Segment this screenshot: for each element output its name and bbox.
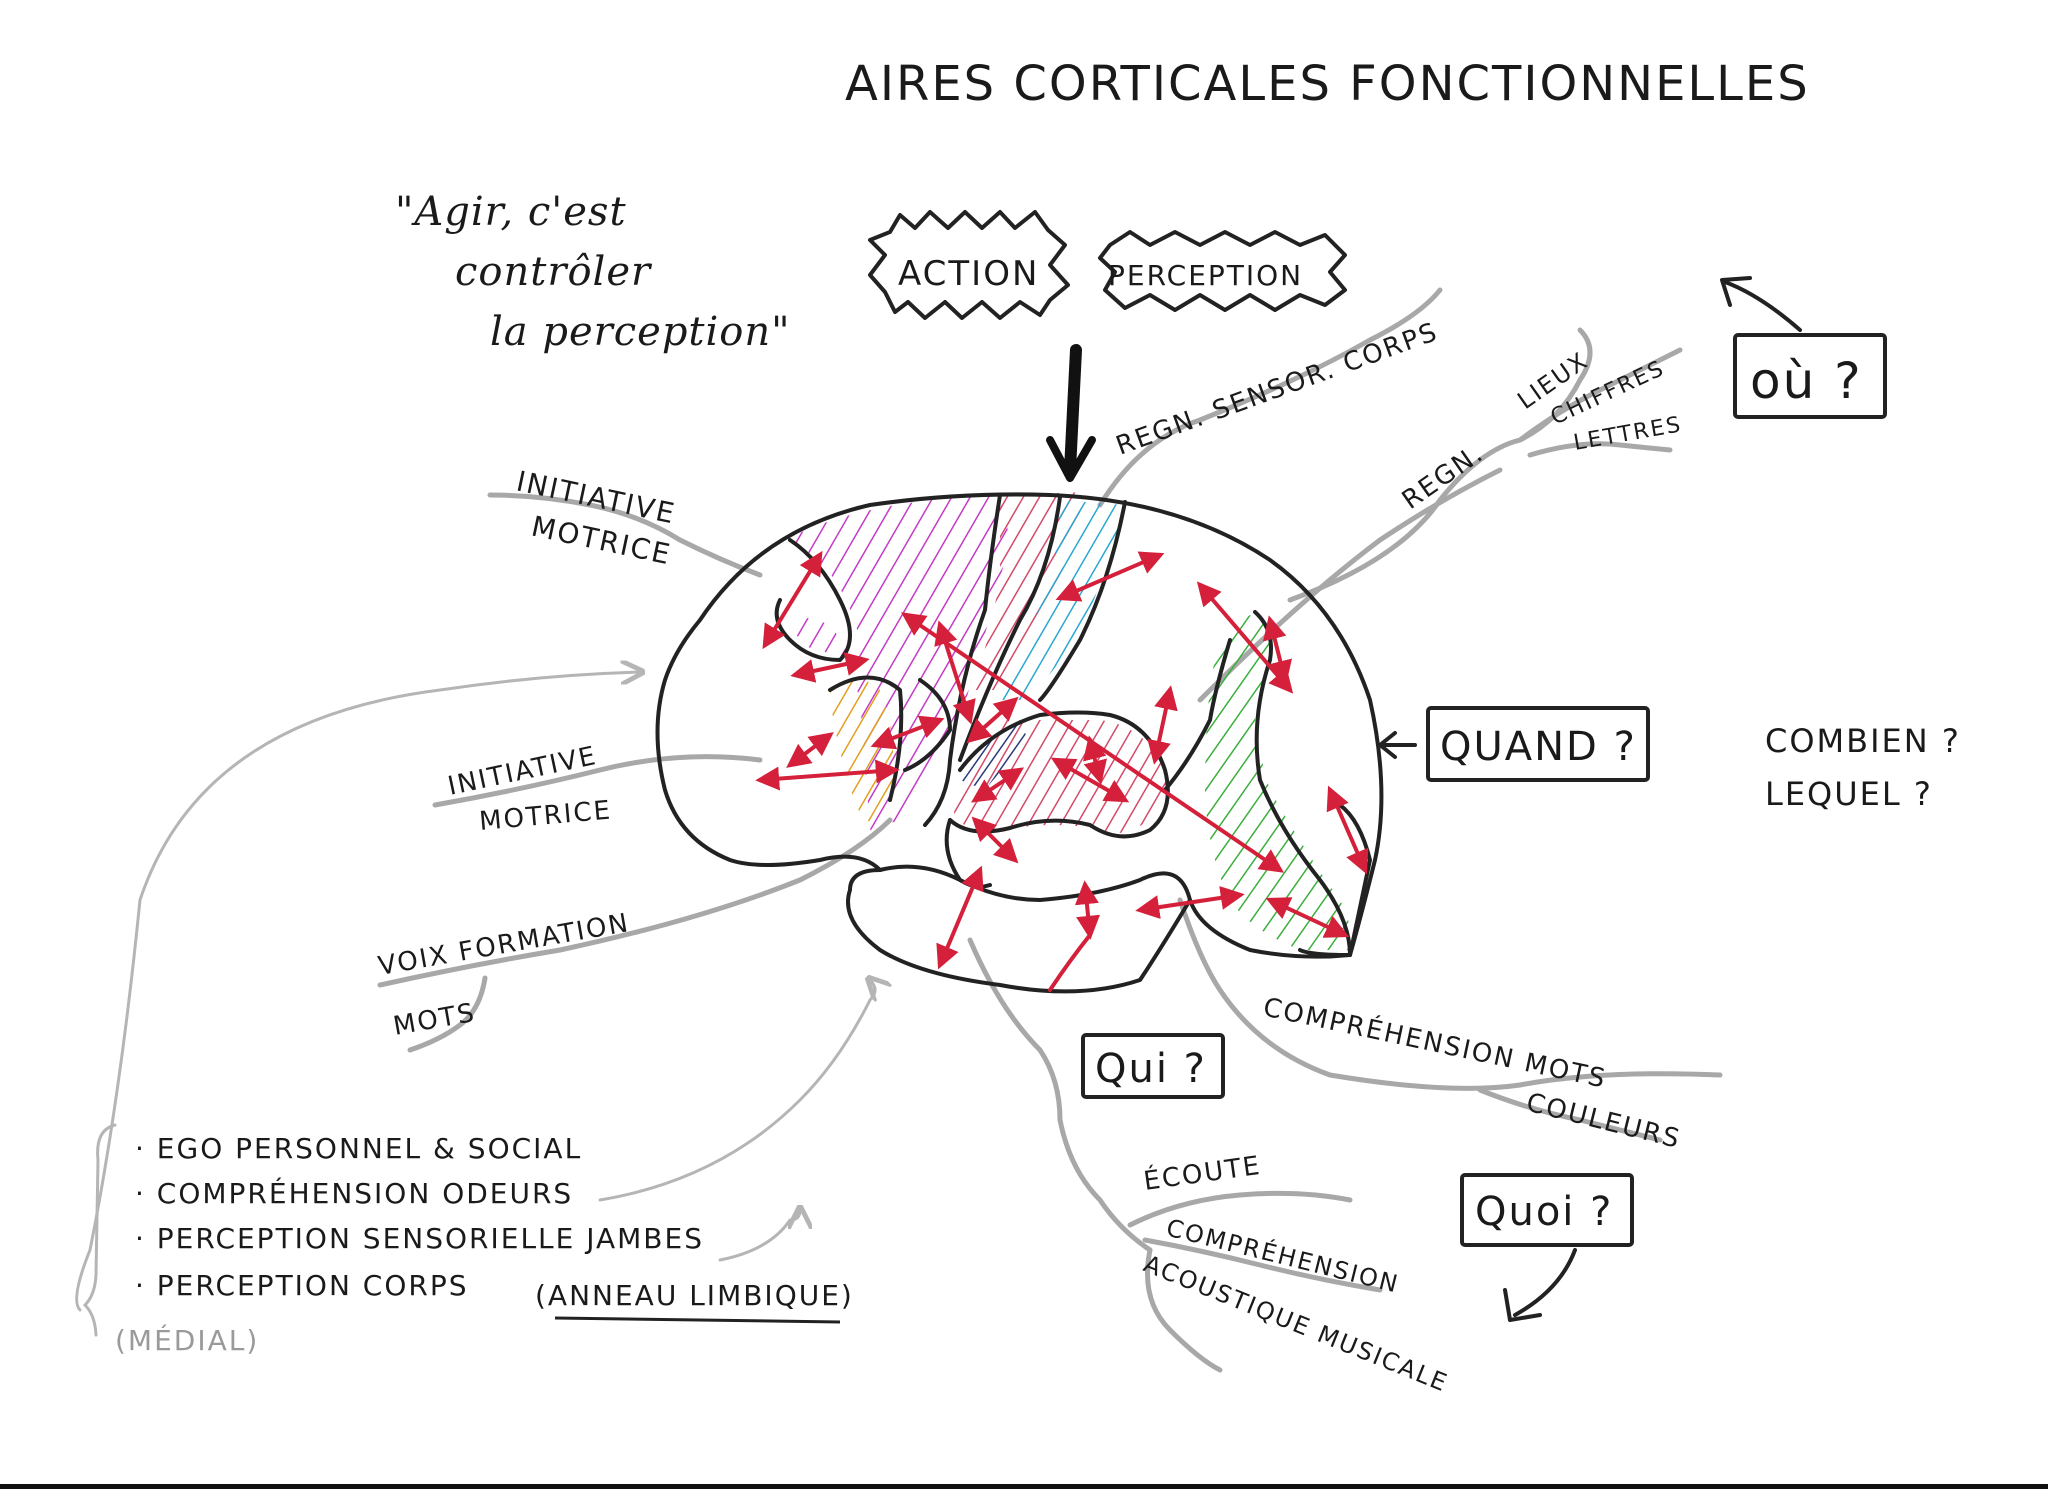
label-initiative-mid: INITIATIVE	[445, 741, 600, 802]
medial-annotation: (ANNEAU LIMBIQUE)	[535, 1279, 854, 1312]
label-ecoute: ÉCOUTE	[1142, 1149, 1264, 1197]
medial-item-1: · EGO PERSONNEL & SOCIAL	[135, 1132, 582, 1165]
action-label: ACTION	[898, 254, 1039, 294]
diagram-title: AIRES CORTICALES FONCTIONNELLES	[845, 56, 1810, 112]
medial-item-4: · PERCEPTION CORPS	[135, 1269, 469, 1302]
label-regn: REGN.	[1397, 438, 1490, 516]
question-combien-lequel: COMBIEN ? LEQUEL ?	[1765, 722, 1961, 813]
question-quand: QUAND ?	[1378, 706, 1650, 782]
medial-label: (MÉDIAL)	[115, 1323, 259, 1357]
medial-item-2: · COMPRÉHENSION ODEURS	[135, 1176, 573, 1210]
medial-item-3: · PERCEPTION SENSORIELLE JAMBES	[135, 1222, 704, 1255]
quote-line-1: "Agir, c'est	[395, 189, 627, 235]
question-ou: où ?	[1720, 276, 1887, 419]
label-regn-sensor-corps: REGN. SENSOR. CORPS	[1112, 317, 1442, 462]
label-lequel: LEQUEL ?	[1765, 775, 1933, 813]
quote-line-3: la perception"	[490, 309, 791, 355]
down-arrow	[1046, 344, 1096, 482]
label-comprehension-mots: COMPRÉHENSION MOTS	[1261, 991, 1610, 1095]
action-burst: ACTION	[868, 210, 1070, 320]
question-qui: Qui ?	[1081, 1033, 1225, 1099]
region-red-lower	[954, 720, 1166, 834]
label-couleurs: COULEURS	[1523, 1088, 1684, 1155]
label-mots: MOTS	[391, 998, 478, 1042]
medial-arrows	[75, 672, 875, 1312]
question-quoi: Quoi ?	[1460, 1173, 1634, 1322]
region-orange	[830, 680, 894, 822]
label-quand: QUAND ?	[1440, 724, 1637, 770]
red-arrows	[755, 550, 1369, 992]
region-magenta	[785, 495, 1010, 830]
quote-line-2: contrôler	[455, 249, 653, 295]
label-ou: où ?	[1750, 352, 1863, 410]
medial-list: · EGO PERSONNEL & SOCIAL · COMPRÉHENSION…	[82, 1123, 854, 1357]
perception-burst: PERCEPTION	[1098, 230, 1347, 312]
label-qui: Qui ?	[1095, 1046, 1207, 1092]
brain	[655, 492, 1384, 994]
branch-lines	[377, 287, 1723, 1373]
perception-label: PERCEPTION	[1108, 259, 1303, 292]
label-quoi: Quoi ?	[1475, 1189, 1613, 1235]
quote: "Agir, c'est contrôler la perception"	[395, 189, 791, 355]
label-motrice-mid: MOTRICE	[478, 795, 613, 836]
scan-edge	[0, 1484, 2048, 1489]
label-combien: COMBIEN ?	[1765, 722, 1961, 760]
region-green	[1205, 615, 1352, 950]
